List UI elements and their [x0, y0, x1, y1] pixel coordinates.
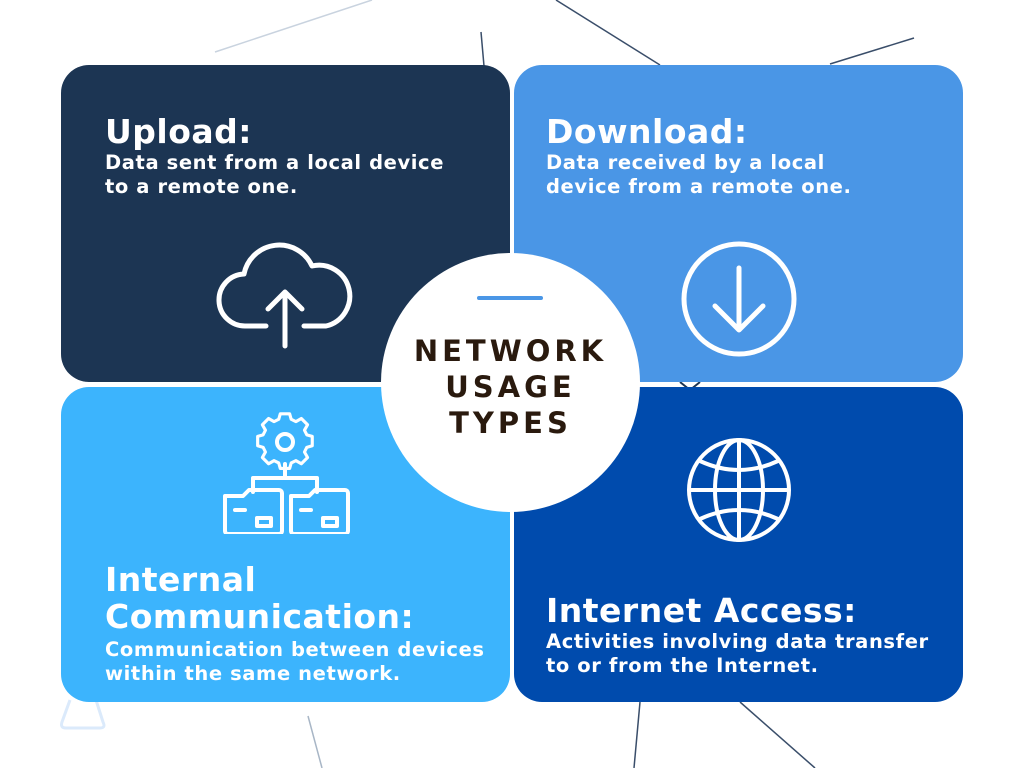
download-desc-line1: Data received by a local: [546, 151, 825, 174]
internal-title-line2: Communication:: [105, 597, 415, 636]
upload-desc-line2: to a remote one.: [105, 175, 298, 198]
internet-title: Internet Access:: [546, 591, 857, 630]
gear-folders-network-icon: [223, 412, 350, 534]
center-title: NETWORK USAGE TYPES: [381, 333, 640, 441]
center-circle: NETWORK USAGE TYPES: [381, 253, 640, 512]
globe-icon: [687, 438, 791, 542]
download-title: Download:: [546, 112, 748, 151]
internet-desc-line1: Activities involving data transfer: [546, 630, 929, 653]
download-desc-line2: device from a remote one.: [546, 175, 852, 198]
center-title-line2: USAGE: [445, 370, 576, 404]
internet-desc-line2: to or from the Internet.: [546, 654, 819, 677]
center-title-line1: NETWORK: [413, 334, 608, 368]
internal-desc-line2: within the same network.: [105, 662, 401, 685]
card-download: Download: Data received by a local devic…: [514, 65, 963, 382]
cloud-upload-icon: [216, 242, 353, 349]
center-accent-bar: [477, 296, 543, 300]
upload-title: Upload:: [105, 112, 252, 151]
internal-title-line1: Internal: [105, 560, 257, 599]
center-title-line3: TYPES: [449, 406, 572, 440]
internal-desc-line1: Communication between devices: [105, 638, 485, 661]
download-circle-icon: [681, 241, 797, 357]
upload-desc-line1: Data sent from a local device: [105, 151, 445, 174]
